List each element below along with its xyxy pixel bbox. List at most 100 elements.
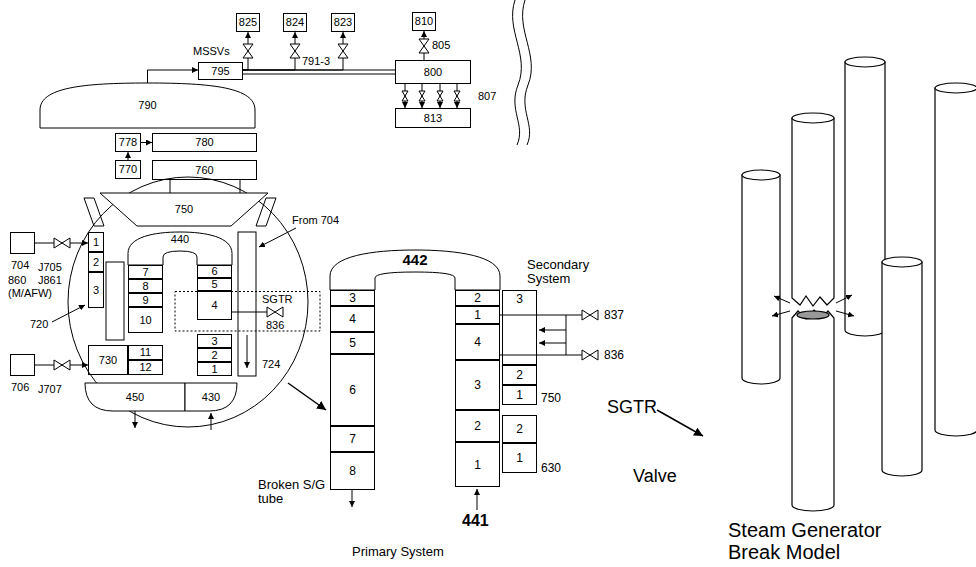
valve-label: 836 — [604, 349, 624, 362]
volume-number: 10 — [139, 315, 151, 326]
pipe-line — [128, 152, 129, 160]
volume-cell: 11 — [128, 345, 163, 360]
tube-cylinder — [935, 88, 976, 436]
volume-number: 750 — [175, 204, 193, 215]
volume-cell: 3 — [455, 360, 500, 410]
valve-label: 837 — [604, 309, 624, 322]
valve-label: 836 — [266, 319, 284, 331]
flow-arrow — [52, 228, 703, 510]
volume-number: 810 — [415, 16, 433, 27]
valve-symbol — [419, 91, 425, 101]
steam-dome: 790 — [40, 83, 255, 128]
volume-cell: 780 — [152, 133, 257, 152]
volume-cell: 8 — [128, 279, 163, 293]
volume-number: 706 — [11, 382, 29, 393]
tube-cylinder — [742, 57, 976, 511]
volume-cell: 10 — [128, 307, 163, 333]
component-label: (M/AFW) — [8, 287, 52, 299]
tube-cylinder — [845, 57, 885, 67]
volume-cell: 2 — [455, 290, 500, 306]
pipe-connector — [141, 142, 152, 143]
vessel-outline — [238, 232, 256, 376]
volume-number: 2 — [211, 350, 217, 361]
vessel-outline — [256, 198, 276, 226]
volume-outline — [330, 250, 500, 290]
volume-cell: 9 — [128, 293, 163, 307]
volume-cell: 810 — [412, 12, 436, 31]
u-tube-bend: 442 — [330, 250, 500, 290]
component-label: 724 — [262, 358, 280, 370]
valve-symbol — [582, 310, 598, 320]
flow-arrow — [657, 410, 703, 436]
volume-cell: 778 — [115, 133, 141, 152]
volume-number: 730 — [99, 355, 117, 366]
volume-outline — [40, 83, 255, 128]
junction-label: J861 — [38, 274, 62, 286]
leak-arrow — [836, 295, 852, 303]
volume-cell: 800 — [395, 60, 471, 84]
flow-arrow — [135, 411, 136, 428]
volume-cell: 4 — [455, 324, 500, 360]
volume-number: 2 — [474, 292, 481, 304]
volume-number: 5 — [349, 337, 356, 349]
pipe-line — [243, 32, 248, 70]
flow-arrow — [539, 343, 566, 344]
volume-cell: 2 — [88, 252, 104, 272]
break-line — [513, 0, 522, 145]
volume-number: 11 — [140, 347, 151, 358]
valve-symbol — [243, 44, 253, 58]
component-label: 750 — [541, 392, 561, 405]
volume-number: 780 — [195, 137, 213, 148]
break-line — [523, 0, 532, 145]
volume-number: 3 — [474, 379, 481, 391]
component-label: 720 — [30, 318, 48, 330]
pipe-connector — [128, 152, 129, 160]
volume-cell: 2 — [197, 348, 232, 362]
pipe-line — [148, 70, 199, 83]
volume-cell: 2 — [455, 410, 500, 442]
flow-arrow — [477, 489, 478, 510]
flow-arrow — [539, 330, 566, 331]
tube-cylinder — [935, 83, 976, 93]
volume-number: 1 — [211, 364, 217, 375]
volume-cell: 760 — [152, 160, 257, 180]
volume-outline — [185, 383, 237, 411]
volume-cell: 5 — [197, 278, 232, 291]
vessel-outline — [232, 312, 267, 313]
volume-number: 3 — [516, 293, 523, 305]
volume-outline — [85, 383, 185, 411]
volume-cell: 7 — [330, 426, 375, 452]
volume-cell: 3 — [330, 290, 375, 306]
flow-arrow — [211, 413, 212, 430]
pipe-line — [243, 32, 343, 70]
pipe-connector — [243, 70, 395, 74]
volume-number: 3 — [211, 336, 217, 347]
vessel-outline — [68, 177, 582, 427]
valve-symbol — [582, 350, 598, 360]
volume-cell: 2 — [502, 365, 537, 385]
volume-number: 12 — [139, 362, 151, 373]
junction-label: J707 — [38, 383, 62, 395]
volume-cell: 4 — [330, 306, 375, 332]
volume-number: 2 — [516, 369, 523, 381]
junction-label: J705 — [38, 261, 62, 273]
flow-arrow — [259, 228, 296, 247]
volume-cell: 813 — [395, 108, 471, 128]
region-label: Primary System — [352, 545, 444, 559]
volume-cell: 823 — [331, 13, 355, 32]
valve-symbol — [419, 39, 429, 53]
volume-cell: 1 — [455, 306, 500, 324]
tube-cylinder — [742, 170, 780, 180]
volume-cell: 1 — [197, 362, 232, 376]
volume-number: 3 — [93, 285, 99, 296]
vessel-outline — [68, 177, 308, 427]
pipe-connector — [243, 32, 248, 70]
pipe-line — [243, 32, 295, 70]
volume-number: 1 — [474, 459, 481, 471]
tube-cylinder — [792, 310, 834, 511]
valve-symbol — [454, 91, 460, 101]
volume-outline — [128, 232, 232, 265]
tube-cylinder — [792, 118, 834, 306]
volume-cell: 824 — [283, 13, 307, 32]
